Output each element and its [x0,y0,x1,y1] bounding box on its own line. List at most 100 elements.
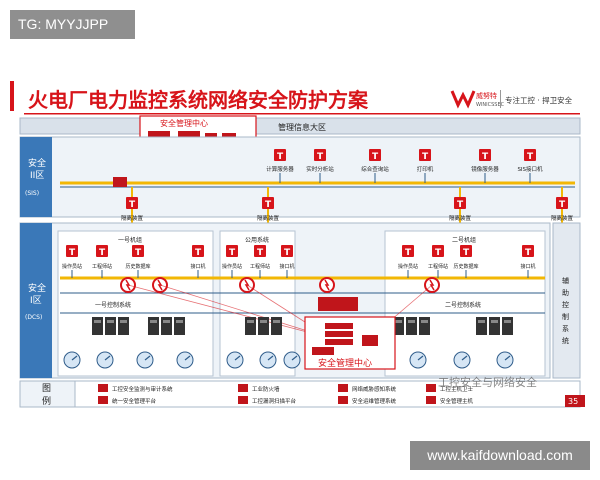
field-devices [63,351,514,369]
isolation-label: 隔离装置 [551,214,574,222]
controller-rack-icon [105,317,116,335]
field-device-icon [453,351,471,369]
zone-i-sub: (DCS) [25,314,42,321]
page-number: 35 [568,397,578,406]
field-device-icon [176,351,194,369]
legend-item: 工控主机卫士 [426,384,474,393]
legend-item: 统一安全管理平台 [98,396,157,405]
zone-ii-label-line2: II区 [30,170,44,181]
zone-i-node-label: 历史数据库 [453,263,478,270]
svg-text:T: T [525,248,532,258]
legend-item-label: 工控主机卫士 [440,385,474,393]
security-center-bottom-label: 安全管理中心 [318,357,372,369]
brand-name: 威努特 [476,91,497,100]
svg-text:T: T [457,200,464,210]
aux-system-label: 辅助控制系统 [562,276,569,345]
control-system-1-label: 一号控制系统 [95,301,131,309]
footer-watermark: www.kaifdownload.com [410,441,590,470]
svg-text:T: T [317,152,324,162]
isolation-shield-icon: T [262,197,274,210]
field-device-icon [226,351,244,369]
slogan: 专注工控 · 捍卫安全 [505,95,573,105]
svg-text:T: T [69,248,76,258]
isolation-label: 隔离装置 [449,214,472,222]
host-shield-icon: T [281,245,293,258]
host-shield-icon: T [274,149,286,162]
legend-swatch-icon [426,384,436,392]
title-accent-bar [10,81,14,111]
host-shield-icon: T [402,245,414,258]
zone-i-node-label: 操作员站 [62,263,82,270]
legend-item-label: 安全管理主机 [440,397,474,405]
field-device-icon [259,351,277,369]
brand-sub: WINICSSEC [476,102,505,108]
svg-text:T: T [372,152,379,162]
zone-ii-node-label: 综合查询站 [361,165,389,173]
zone-i-node-label: 工程师站 [250,263,270,270]
architecture-slide: 火电厂电力监控系统网络安全防护方案 威努特 WINICSSEC 专注工控 · 捍… [0,73,600,408]
svg-text:T: T [229,248,236,258]
controller-rack-icon [258,317,269,335]
overlay-watermark: 工控安全与网络安全 [438,375,537,389]
zone-i-node-label: 操作员站 [222,263,242,270]
zone-i-nodes: T操作员站T工程师站T历史数据库T接口机T操作员站T工程师站T接口机T操作员站T… [62,245,536,278]
controller-rack-icon [245,317,256,335]
svg-text:T: T [463,248,470,258]
controller-rack-icon [174,317,185,335]
zone-ii-node-label: 镜像服务器 [471,165,499,173]
svg-text:T: T [129,200,136,210]
host-shield-icon: T [432,245,444,258]
field-device-icon [409,351,427,369]
zone-ii-tab [20,137,52,217]
legend-swatch-icon [238,384,248,392]
svg-text:T: T [284,248,291,258]
field-device-icon [496,351,514,369]
svg-text:T: T [405,248,412,258]
slide-title: 火电厂电力监控系统网络安全防护方案 [28,88,369,112]
svg-text:T: T [422,152,429,162]
host-shield-icon: T [479,149,491,162]
controller-rack-icon [489,317,500,335]
unit2-label: 二号机组 [452,236,476,244]
legend-item-label: 工控漏洞扫描平台 [252,397,297,405]
svg-text:T: T [527,152,534,162]
controller-rack-icon [406,317,417,335]
aux-system-box [552,222,581,379]
host-shield-icon: T [369,149,381,162]
zone-i-node-label: 接口机 [190,263,205,270]
zone-ii-node-label: 计算服务器 [266,165,294,173]
controller-rack-icon [393,317,404,335]
legend-item: 安全管理主机 [426,396,474,405]
isolation-shield-icon: T [454,197,466,210]
legend-item: 网络威胁感知系统 [338,384,397,393]
legend-items: 工控安全监测与审计系统统一安全管理平台工业防火墙工控漏洞扫描平台网络威胁感知系统… [98,384,474,405]
zone-ii-node-label: 实时分析站 [306,165,334,173]
svg-text:T: T [435,248,442,258]
zone-ii-label-line1: 安全 [28,157,46,169]
field-device-icon [96,351,114,369]
legend-title-1: 图 [42,383,51,394]
isolation-shield-icon: T [126,197,138,210]
svg-text:T: T [482,152,489,162]
isolation-label: 隔离装置 [121,214,144,222]
controller-racks [92,317,513,335]
legend-item-label: 工业防火墙 [252,385,280,393]
legend-swatch-icon [238,396,248,404]
svg-text:T: T [135,248,142,258]
host-shield-icon: T [254,245,266,258]
controller-rack-icon [92,317,103,335]
controller-rack-icon [419,317,430,335]
zone-ii-node-label: SIS接口机 [517,165,543,173]
zone-i-label-line2: I区 [30,295,42,306]
svg-text:T: T [99,248,106,258]
controller-rack-icon [476,317,487,335]
legend-title: 图例 [42,383,51,407]
legend-item-label: 统一安全管理平台 [112,397,157,405]
controller-rack-icon [161,317,172,335]
zone-i-node-label: 工程师站 [92,263,112,270]
legend-item: 工业防火墙 [238,384,280,393]
zone-ii [19,136,581,218]
svg-text:T: T [277,152,284,162]
